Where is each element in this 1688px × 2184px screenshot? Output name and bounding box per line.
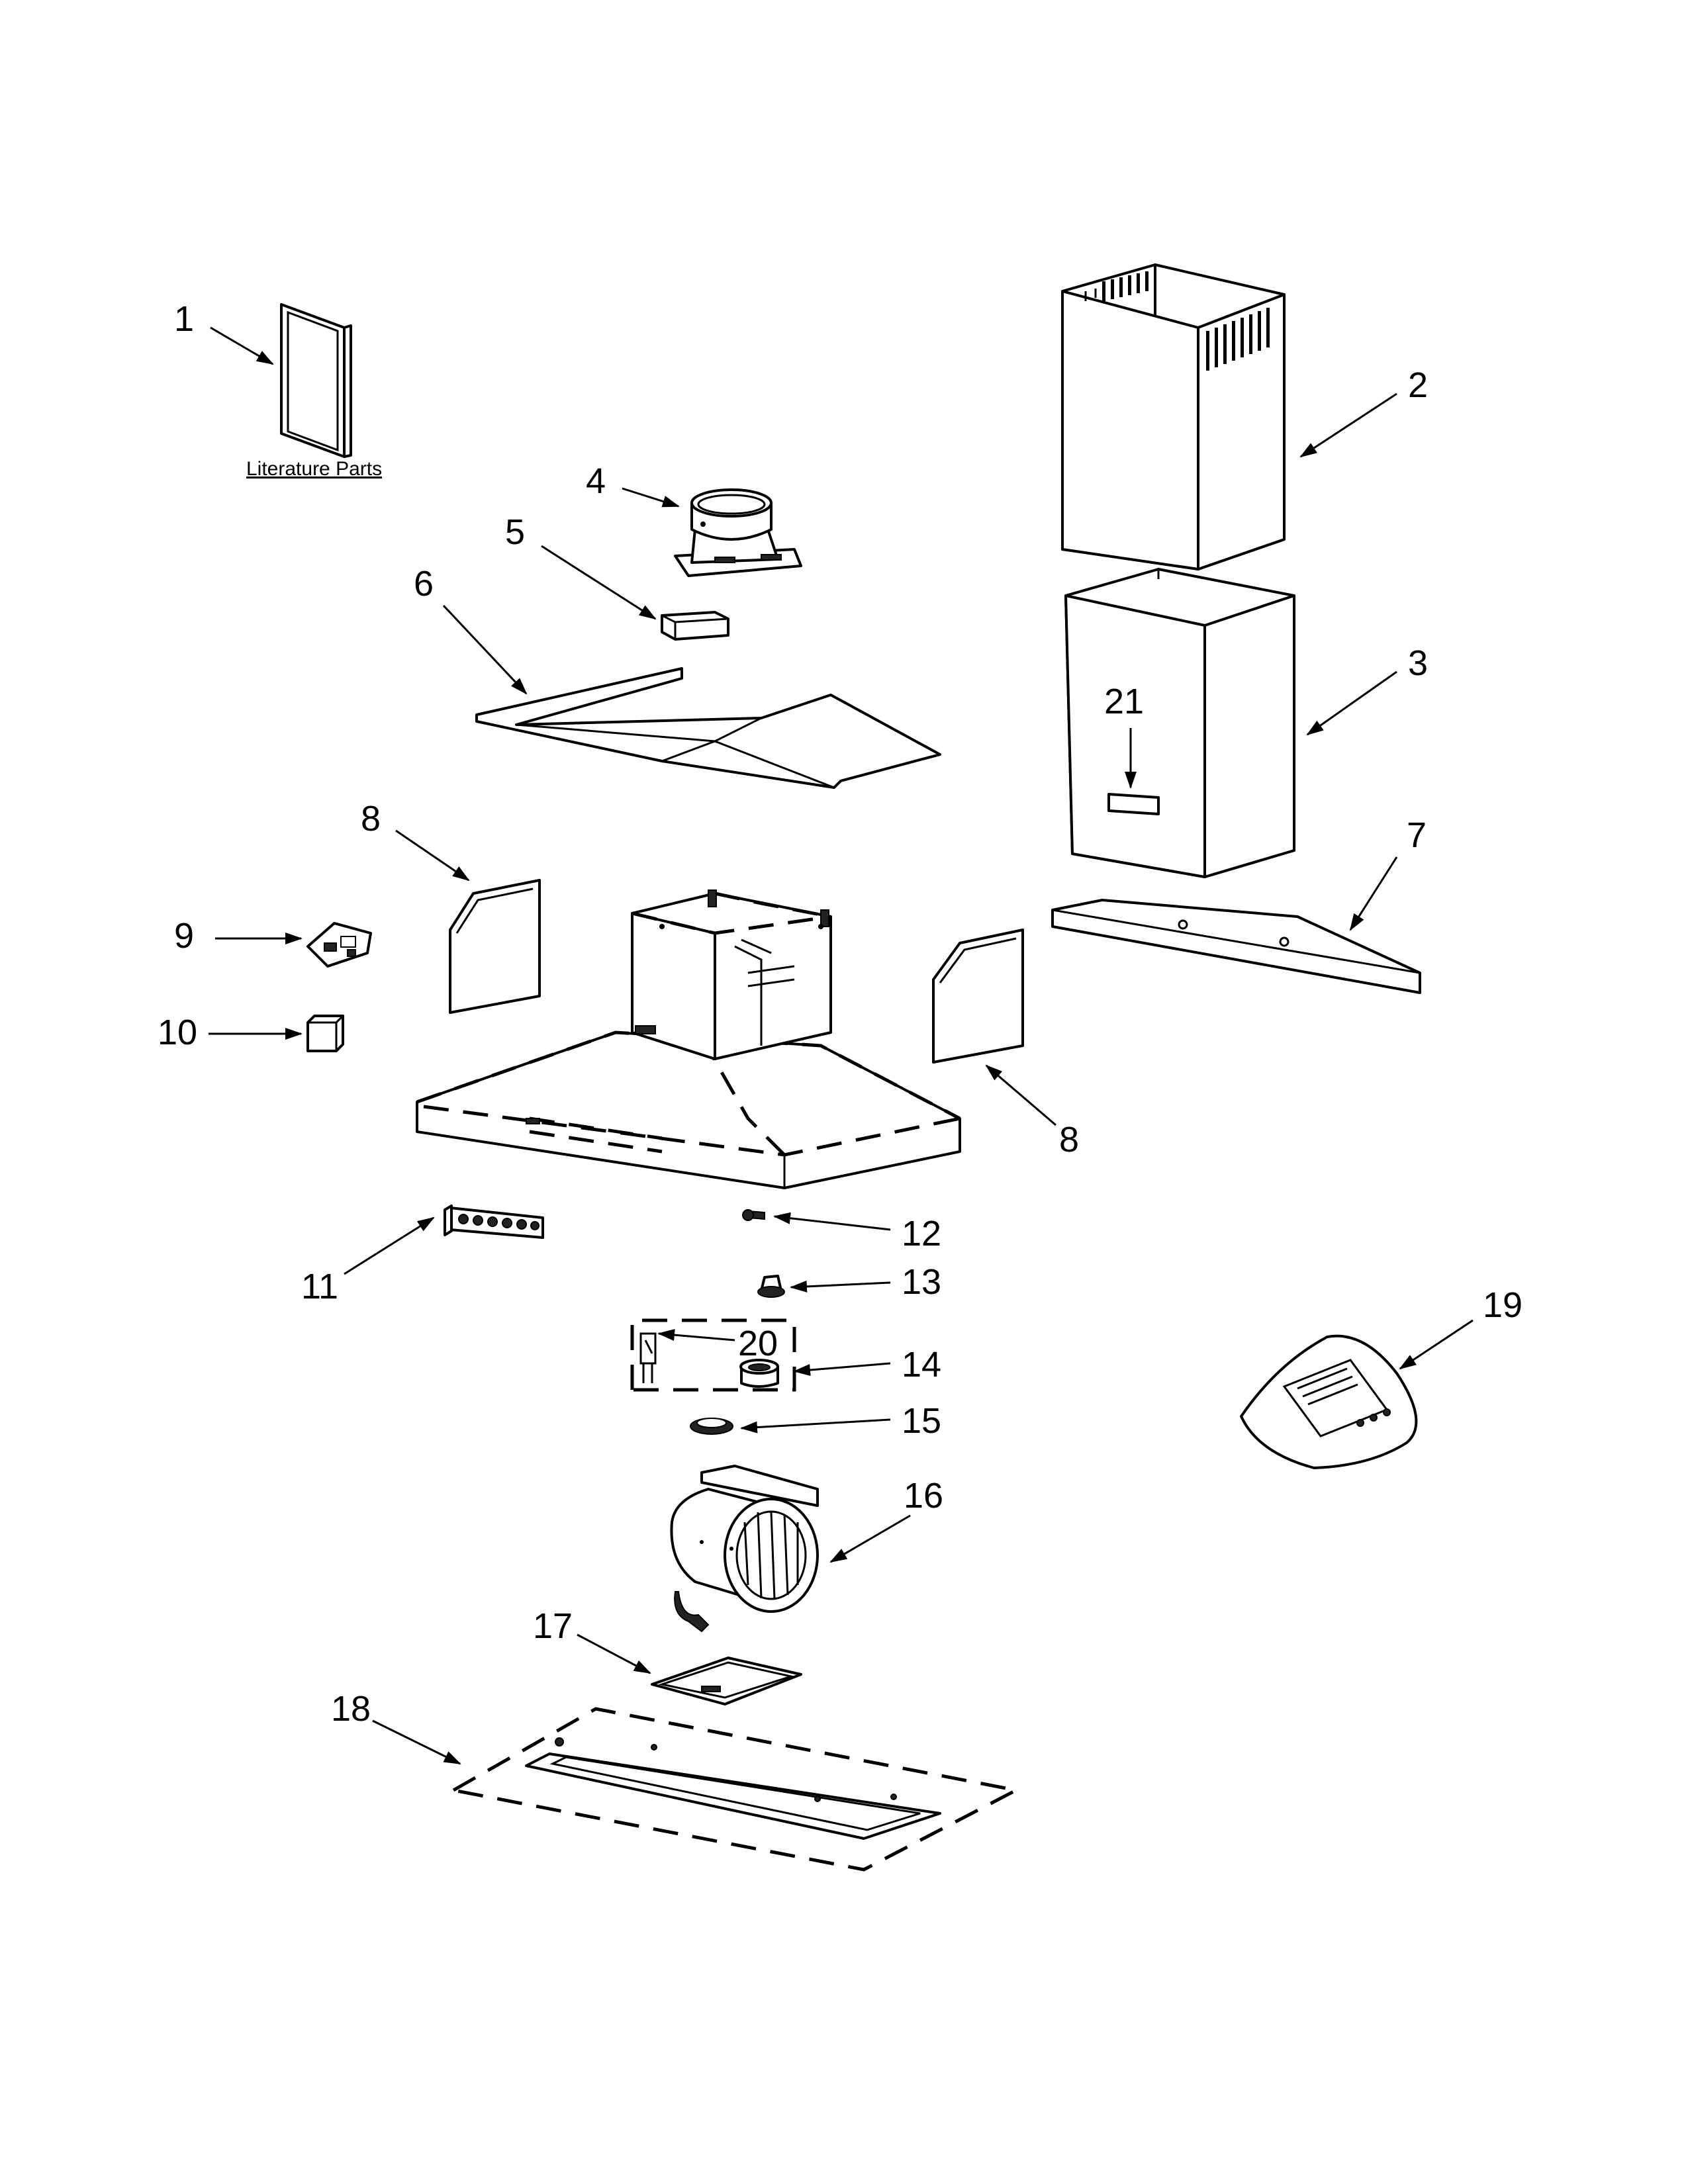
callout-3: 3: [1408, 643, 1428, 683]
callout-15: 15: [902, 1401, 941, 1441]
part-7-trim-bar: [1051, 899, 1421, 994]
part-17-plate: [651, 1657, 802, 1706]
part-18-filter-frame: [525, 1737, 941, 1840]
callout-4: 4: [586, 461, 606, 501]
arrow-4: [622, 487, 680, 508]
part-13-nut: [757, 1275, 785, 1298]
arrow-13: [790, 1280, 891, 1293]
part-9-control-board: [306, 922, 372, 968]
callout-18: 18: [331, 1689, 371, 1729]
callout-6: 6: [414, 564, 434, 604]
arrow-1: [210, 326, 274, 365]
part-14-light-socket: [739, 1359, 779, 1388]
callout-19: 19: [1483, 1285, 1523, 1325]
callout-14: 14: [902, 1345, 941, 1385]
arrow-3: [1306, 670, 1397, 736]
arrow-16: [829, 1514, 911, 1563]
part-12-screw: [742, 1209, 765, 1221]
part-8-side-panel-left: [449, 879, 541, 1014]
arrow-19: [1399, 1319, 1474, 1370]
callout-9: 9: [174, 916, 194, 956]
arrow-17: [577, 1633, 651, 1674]
arrow-6: [442, 604, 528, 695]
part-6-top-cover: [475, 667, 941, 789]
arrow-14: [793, 1362, 891, 1376]
callout-20: 20: [738, 1324, 778, 1363]
callout-11: 11: [301, 1267, 338, 1306]
callout-16: 16: [904, 1476, 943, 1516]
part-15-lens-ring: [690, 1418, 733, 1435]
part-16-blower-motor: [670, 1465, 819, 1633]
part-20-bulb: [639, 1332, 657, 1383]
part-11-control-panel: [444, 1205, 544, 1239]
callout-2: 2: [1408, 365, 1428, 405]
arrow-12: [773, 1212, 891, 1231]
callout-17: 17: [533, 1606, 573, 1646]
arrow-8-left: [395, 829, 470, 882]
part-8-side-panel-right: [932, 929, 1024, 1064]
part-1-literature: [280, 303, 352, 458]
callout-8-left: 8: [361, 799, 381, 839]
arrow-11: [344, 1216, 435, 1275]
arrow-2: [1299, 392, 1397, 458]
hood-body: [416, 889, 961, 1189]
arrow-20: [657, 1329, 735, 1342]
callout-8-right: 8: [1059, 1120, 1079, 1160]
callout-5: 5: [505, 512, 525, 552]
arrow-7: [1349, 856, 1398, 931]
part-4-damper: [674, 488, 802, 577]
part-19-packet: [1240, 1334, 1418, 1469]
part-3-lower-chimney: [1064, 568, 1295, 878]
arrow-8-right: [985, 1064, 1056, 1126]
callout-13: 13: [902, 1262, 941, 1302]
part-2-upper-chimney: [1061, 263, 1286, 570]
arrow-18: [372, 1719, 461, 1765]
callout-21: 21: [1104, 682, 1144, 721]
arrow-5: [541, 545, 657, 620]
callout-10: 10: [158, 1013, 197, 1052]
part-5-block: [661, 611, 729, 641]
literature-parts-label: Literature Parts: [246, 458, 382, 480]
callout-1: 1: [174, 299, 194, 339]
arrow-15: [740, 1418, 891, 1433]
callout-7: 7: [1407, 815, 1427, 855]
light-assembly-group-box: [630, 1318, 796, 1392]
callout-12: 12: [902, 1214, 941, 1253]
part-10-module: [306, 1015, 344, 1052]
